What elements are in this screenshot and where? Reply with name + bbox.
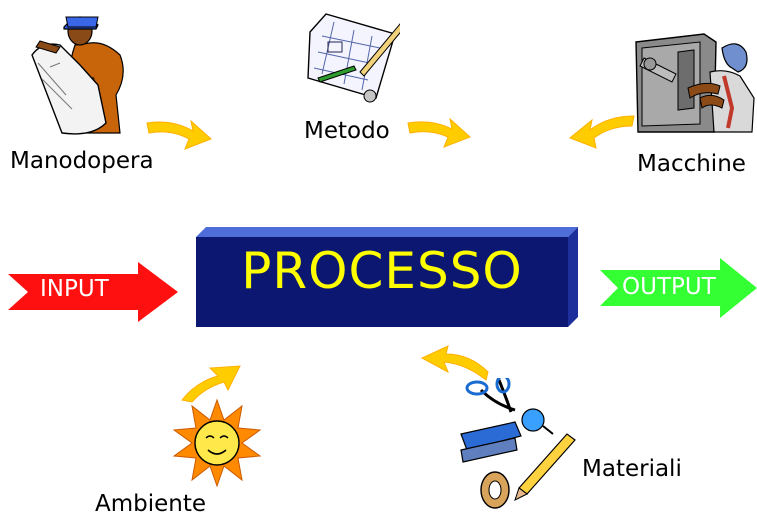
materiali-arrow [420,345,489,381]
sun-icon [172,398,262,488]
output-arrow [600,258,757,318]
manodopera-arrow [146,119,212,150]
blueprint-with-pencil-icon [307,13,400,103]
office-supplies-icon [460,378,576,509]
input-arrow [8,262,178,322]
macchine-label: Macchine [637,151,746,177]
macchine-arrow [569,115,635,149]
metodo-label: Metodo [304,118,390,144]
worker-with-blueprint-icon [31,16,124,135]
ambiente-label: Ambiente [95,491,207,517]
manodopera-label: Manodopera [10,148,154,174]
process-box [196,227,578,327]
metodo-arrow [407,117,471,148]
ambiente-arrow [181,365,241,403]
process-label: PROCESSO [241,242,523,300]
output-label: OUTPUT [622,274,716,300]
input-label: INPUT [40,276,109,302]
materiali-label: Materiali [582,456,682,482]
machine-with-man-icon [635,33,755,133]
